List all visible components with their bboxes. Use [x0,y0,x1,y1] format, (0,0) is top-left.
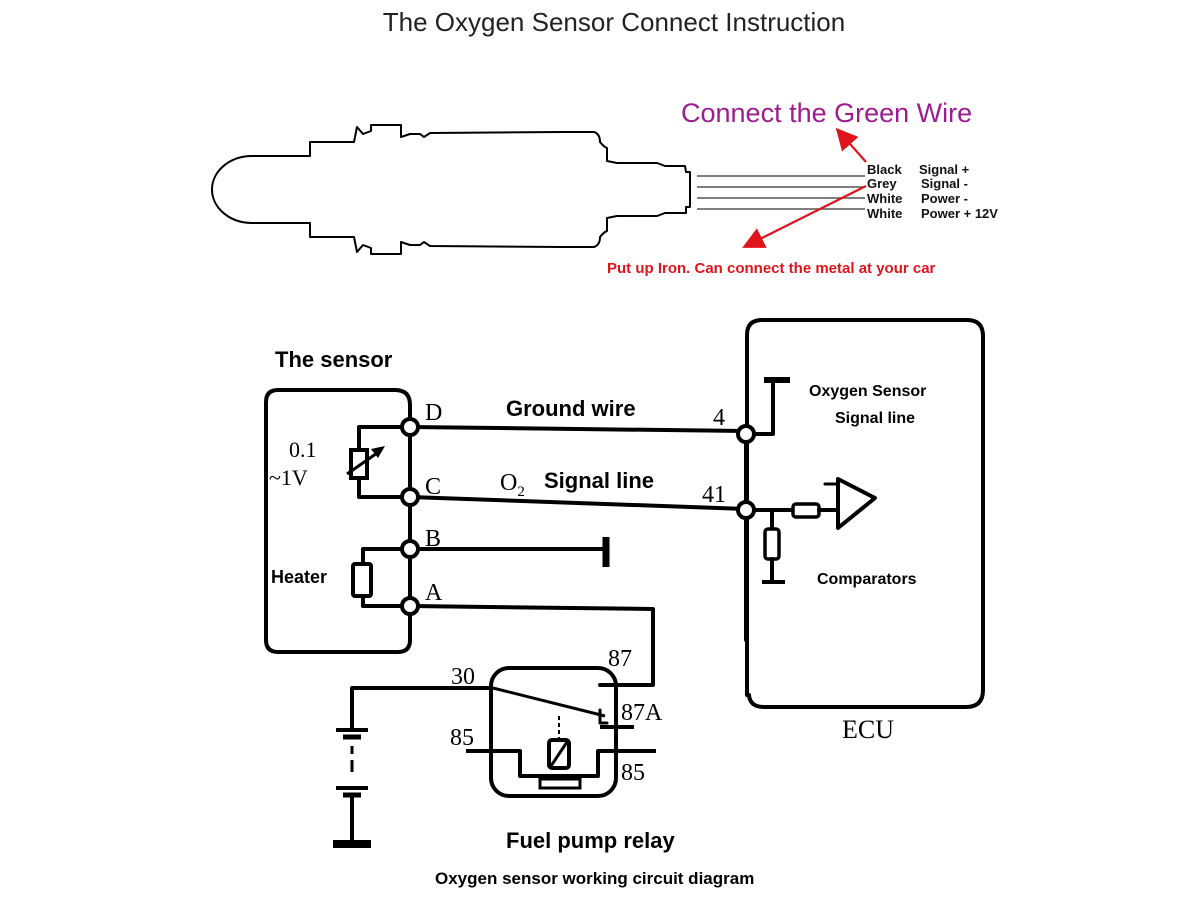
relay-pin-87a: 87A [621,700,663,726]
relay-box [489,666,618,798]
comparator-triangle-icon [836,477,877,530]
ground-wire-label: Ground wire [506,396,636,421]
wire-function-4: Power + 12V [921,206,998,221]
o2-symbol: O2 [500,470,525,500]
o2-letter: O [500,470,517,496]
relay-pin-87: 87 [608,646,632,672]
ecu-o2-signal-line2: Signal line [835,410,915,427]
wire-color-2: Grey [867,176,897,191]
pin-a-label: A [425,580,443,606]
ecu-o2-signal-line1: Oxygen Sensor [809,383,926,400]
wire-color-4: White [867,206,902,221]
comparators-label: Comparators [817,571,917,588]
wire-color-3: White [867,191,902,206]
ecu-pin-41: 41 [702,482,726,508]
pin-c-label: C [425,474,441,500]
pin-b-label: B [425,526,441,552]
sensor-label: The sensor [275,347,393,372]
pin-b [400,539,420,559]
fuel-pump-relay [350,666,656,798]
arrow-to-green-note [835,127,867,163]
connect-green-wire-note: Connect the Green Wire [681,98,972,128]
comparator-resistor-v [763,527,781,561]
pin-d [400,417,420,437]
sensor-element [346,425,412,499]
iron-note: Put up Iron. Can connect the metal at yo… [607,260,936,277]
signal-line-label: Signal line [544,468,654,493]
wire-function-1: Signal + [919,162,970,177]
pin-c [400,487,420,507]
voltage-label-top: 0.1 [289,437,317,462]
o2-signal-wire [408,495,748,511]
wire-function-3: Power - [921,191,968,206]
relay-pin-30: 30 [451,664,475,690]
relay-label: Fuel pump relay [506,828,675,853]
oxygen-sensor-outline [211,124,691,255]
pin-d-label: D [425,400,442,426]
sensor-box [264,388,412,654]
ecu-label: ECU [842,715,894,744]
battery-icon [333,728,371,848]
arrow-to-iron-note [742,185,867,248]
pin-a-wire [408,604,655,687]
ecu-internal-wiring [736,377,877,642]
sensor-pins [400,417,420,616]
relay-pin-85-left: 85 [450,725,474,751]
ecu-pin-4: 4 [713,405,725,431]
diagram-caption: Oxygen sensor working circuit diagram [435,869,754,888]
wire-function-2: Signal - [921,176,968,191]
pin-a [400,596,420,616]
wire-color-1: Black [867,162,902,177]
sensor-wires [697,175,865,210]
page-title: The Oxygen Sensor Connect Instruction [383,7,845,37]
o2-subscript: 2 [517,484,525,500]
wire-legend: Black Signal + Grey Signal - White Power… [867,162,998,221]
voltage-label-bottom: ~1V [269,465,308,490]
ground-wire [408,425,748,433]
comparator-resistor-h [791,502,821,519]
heater-label: Heater [271,567,327,587]
ecu-box [745,318,985,709]
relay-pin-85-right: 85 [621,760,645,786]
